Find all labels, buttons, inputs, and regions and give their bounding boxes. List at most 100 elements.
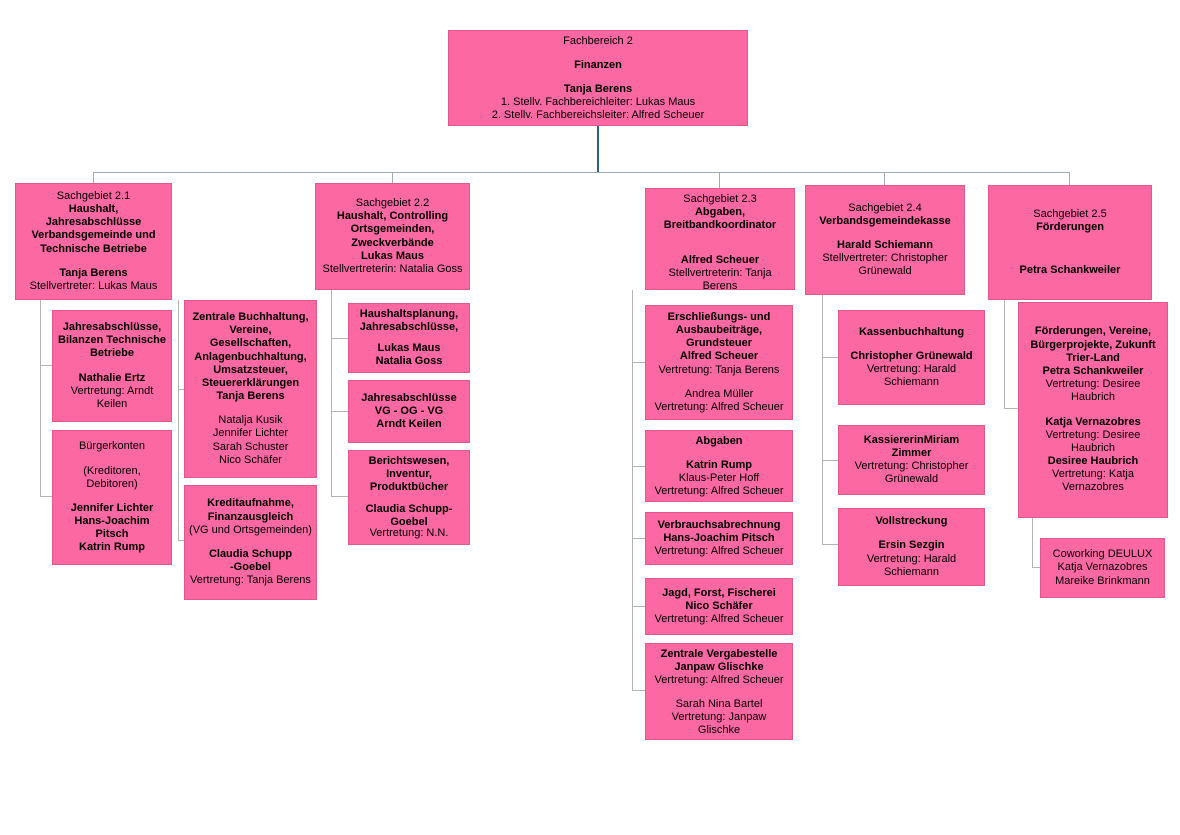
box-vollstreckung: Vollstreckung Ersin Sezgin Vertretung: H… (838, 508, 985, 586)
text-line: Katja Vernazobres (1045, 415, 1141, 428)
text-line: Vertretung: Alfred Scheuer (654, 545, 784, 558)
text-line: Nico Schäfer (685, 599, 753, 612)
connector-line (93, 172, 94, 183)
text-line: Vertretung: Arndt Keilen (70, 384, 154, 410)
text-line: (VG und Ortsgemeinden) (189, 523, 312, 536)
text-line: 1. Stellv. Fachbereichleiter: Lukas Maus (500, 95, 696, 108)
text-line: Zentrale Buchhaltung, Vereine, Gesellsch… (192, 310, 309, 389)
text-line: Jahresabschlüsse, Bilanzen Technische Be… (58, 320, 166, 360)
connector-line (40, 300, 41, 497)
text-line: Vertretung: Tanja Berens (190, 574, 311, 587)
text-line: Tanja Berens (563, 82, 633, 95)
text-line: Jagd, Forst, Fischerei (662, 586, 776, 599)
text-line: Abgaben, Breitbandkoordinator (663, 206, 777, 232)
text-line: Petra Schankweiler (1019, 264, 1121, 277)
connector-line (1004, 300, 1005, 409)
text-line: -Goebel (230, 561, 271, 574)
text-line: Vertretung: Alfred Scheuer (654, 484, 784, 497)
text-line: Katrin Rump (686, 458, 752, 471)
connector-line (632, 538, 645, 539)
text-line: Stellvertreterin: Natalia Goss (322, 262, 463, 275)
text-line: Sarah Schuster (212, 440, 289, 453)
box-kreditaufnahme: Kreditaufnahme, Finanzausgleich (VG und … (184, 485, 317, 600)
text-line: Klaus-Peter Hoff (678, 471, 760, 484)
box-jahresabschluesse-bilanzen: Jahresabschlüsse, Bilanzen Technische Be… (52, 310, 172, 422)
connector-line (331, 338, 348, 339)
text-line: Katrin Rump (79, 541, 145, 554)
connector-line (331, 290, 332, 497)
box-kassenbuchhaltung: Kassenbuchhaltung Christopher Grünewald … (838, 310, 985, 405)
text-line: Vertretung: Desiree Haubrich (1045, 378, 1141, 404)
connector-line (719, 172, 720, 188)
text-line: Zentrale Vergabestelle (660, 648, 778, 660)
text-line: Abgaben (695, 434, 743, 447)
text-line: Claudia Schupp-Goebel (365, 502, 453, 528)
text-line: (Kreditoren, Debitoren) (83, 464, 141, 490)
box-sachgebiet-2-1: Sachgebiet 2.1 Haushalt, Jahresabschlüss… (15, 183, 172, 300)
text-line: Haushaltsplanung, Jahresabschlüsse, (359, 308, 459, 334)
text-line: 2. Stellv. Fachbereichsleiter: Alfred Sc… (491, 108, 705, 121)
box-sachgebiet-2-3: Sachgebiet 2.3 Abgaben, Breitbandkoordin… (645, 188, 795, 293)
connector-line (632, 466, 645, 467)
connector-line (822, 357, 838, 358)
text-line: Vertretung: Katja Vernazobres (1052, 468, 1134, 494)
text-line: Vertretung: Tanja Berens (658, 363, 780, 376)
connector-line (632, 690, 645, 691)
text-line: Sachgebiet 2.1 (56, 189, 131, 202)
text-line: Stellvertreterin: Tanja Berens (668, 267, 772, 293)
text-line: Haushalt, Controlling Ortsgemeinden, Zwe… (336, 210, 449, 249)
text-line: Coworking DEULUX (1052, 548, 1153, 561)
connector-line (1032, 518, 1033, 568)
text-line: Jahresabschlüsse (361, 391, 457, 404)
box-sachgebiet-2-5: Sachgebiet 2.5 Förderungen Petra Schankw… (988, 185, 1152, 300)
text-line: Mareike Brinkmann (1055, 574, 1150, 587)
text-line: Finanzen (574, 58, 622, 71)
connector-line (178, 300, 179, 541)
connector-line (822, 295, 823, 545)
text-line: Lukas Maus (377, 342, 441, 354)
box-kassiererin: KassiererinMiriam Zimmer Vertretung: Chr… (838, 425, 985, 495)
text-line: Vertretung: Harald Schiemann (866, 552, 957, 578)
text-line: Jennifer Lichter (212, 427, 289, 440)
box-erschliessung-grundsteuer: Erschließungs- und Ausbaubeiträge, Grund… (645, 305, 793, 420)
text-line: Desiree Haubrich (1047, 455, 1139, 468)
text-line: Sachgebiet 2.2 (355, 196, 430, 209)
text-line: Vertretung: Alfred Scheuer (654, 400, 784, 413)
box-fachbereich-2: Fachbereich 2 Finanzen Tanja Berens 1. S… (448, 30, 748, 126)
text-line: Stellvertreter: Lukas Maus (29, 279, 158, 292)
text-line: Jennifer Lichter (70, 501, 154, 514)
connector-line (822, 544, 838, 545)
connector-line (40, 496, 52, 497)
text-line: Förderungen, Vereine, Bürgerprojekte, Zu… (1030, 325, 1156, 364)
connector-line (93, 172, 1070, 173)
text-line: Alfred Scheuer (679, 350, 759, 363)
text-line: Harald Schiemann (837, 238, 933, 251)
text-line: Hans-Joachim Pitsch (74, 515, 150, 541)
connector-line (632, 290, 633, 691)
box-verbrauchsabrechnung: Verbrauchsabrechnung Hans-Joachim Pitsch… (645, 512, 793, 565)
text-line: Janpaw Glischke (674, 661, 764, 673)
connector-line (822, 460, 838, 461)
text-line: Sachgebiet 2.3 (683, 193, 757, 205)
text-line: Lukas Maus (361, 249, 424, 262)
text-line: Verbandsgemeindekasse (819, 214, 951, 227)
box-jahresabschluesse-vg-og: Jahresabschlüsse VG - OG - VG Arndt Keil… (348, 380, 470, 443)
box-haushaltsplanung: Haushaltsplanung, Jahresabschlüsse, Luka… (348, 303, 470, 373)
text-line: Alfred Scheuer (680, 254, 760, 266)
connector-line (632, 362, 645, 363)
connector-line (331, 411, 348, 412)
connector-line (1004, 408, 1018, 409)
text-line: Sarah Nina Bartel (675, 698, 763, 710)
text-line: Verbrauchsabrechnung (657, 518, 781, 531)
connector-line (178, 389, 184, 390)
box-berichtswesen: Berichtswesen, Inventur, Produktbücher C… (348, 450, 470, 545)
text-line: Andrea Müller (684, 387, 754, 400)
text-line: Arndt Keilen (376, 418, 442, 431)
box-jagd-forst-fischerei: Jagd, Forst, Fischerei Nico Schäfer Vert… (645, 578, 793, 635)
text-line: Hans-Joachim Pitsch (663, 531, 775, 544)
text-line: Tanja Berens (59, 266, 128, 279)
text-line: Vertretung: Christopher Grünewald (854, 460, 969, 486)
connector-line (392, 172, 393, 183)
text-line: Christopher Grünewald (850, 349, 973, 362)
text-line: KassiererinMiriam Zimmer (863, 433, 960, 459)
